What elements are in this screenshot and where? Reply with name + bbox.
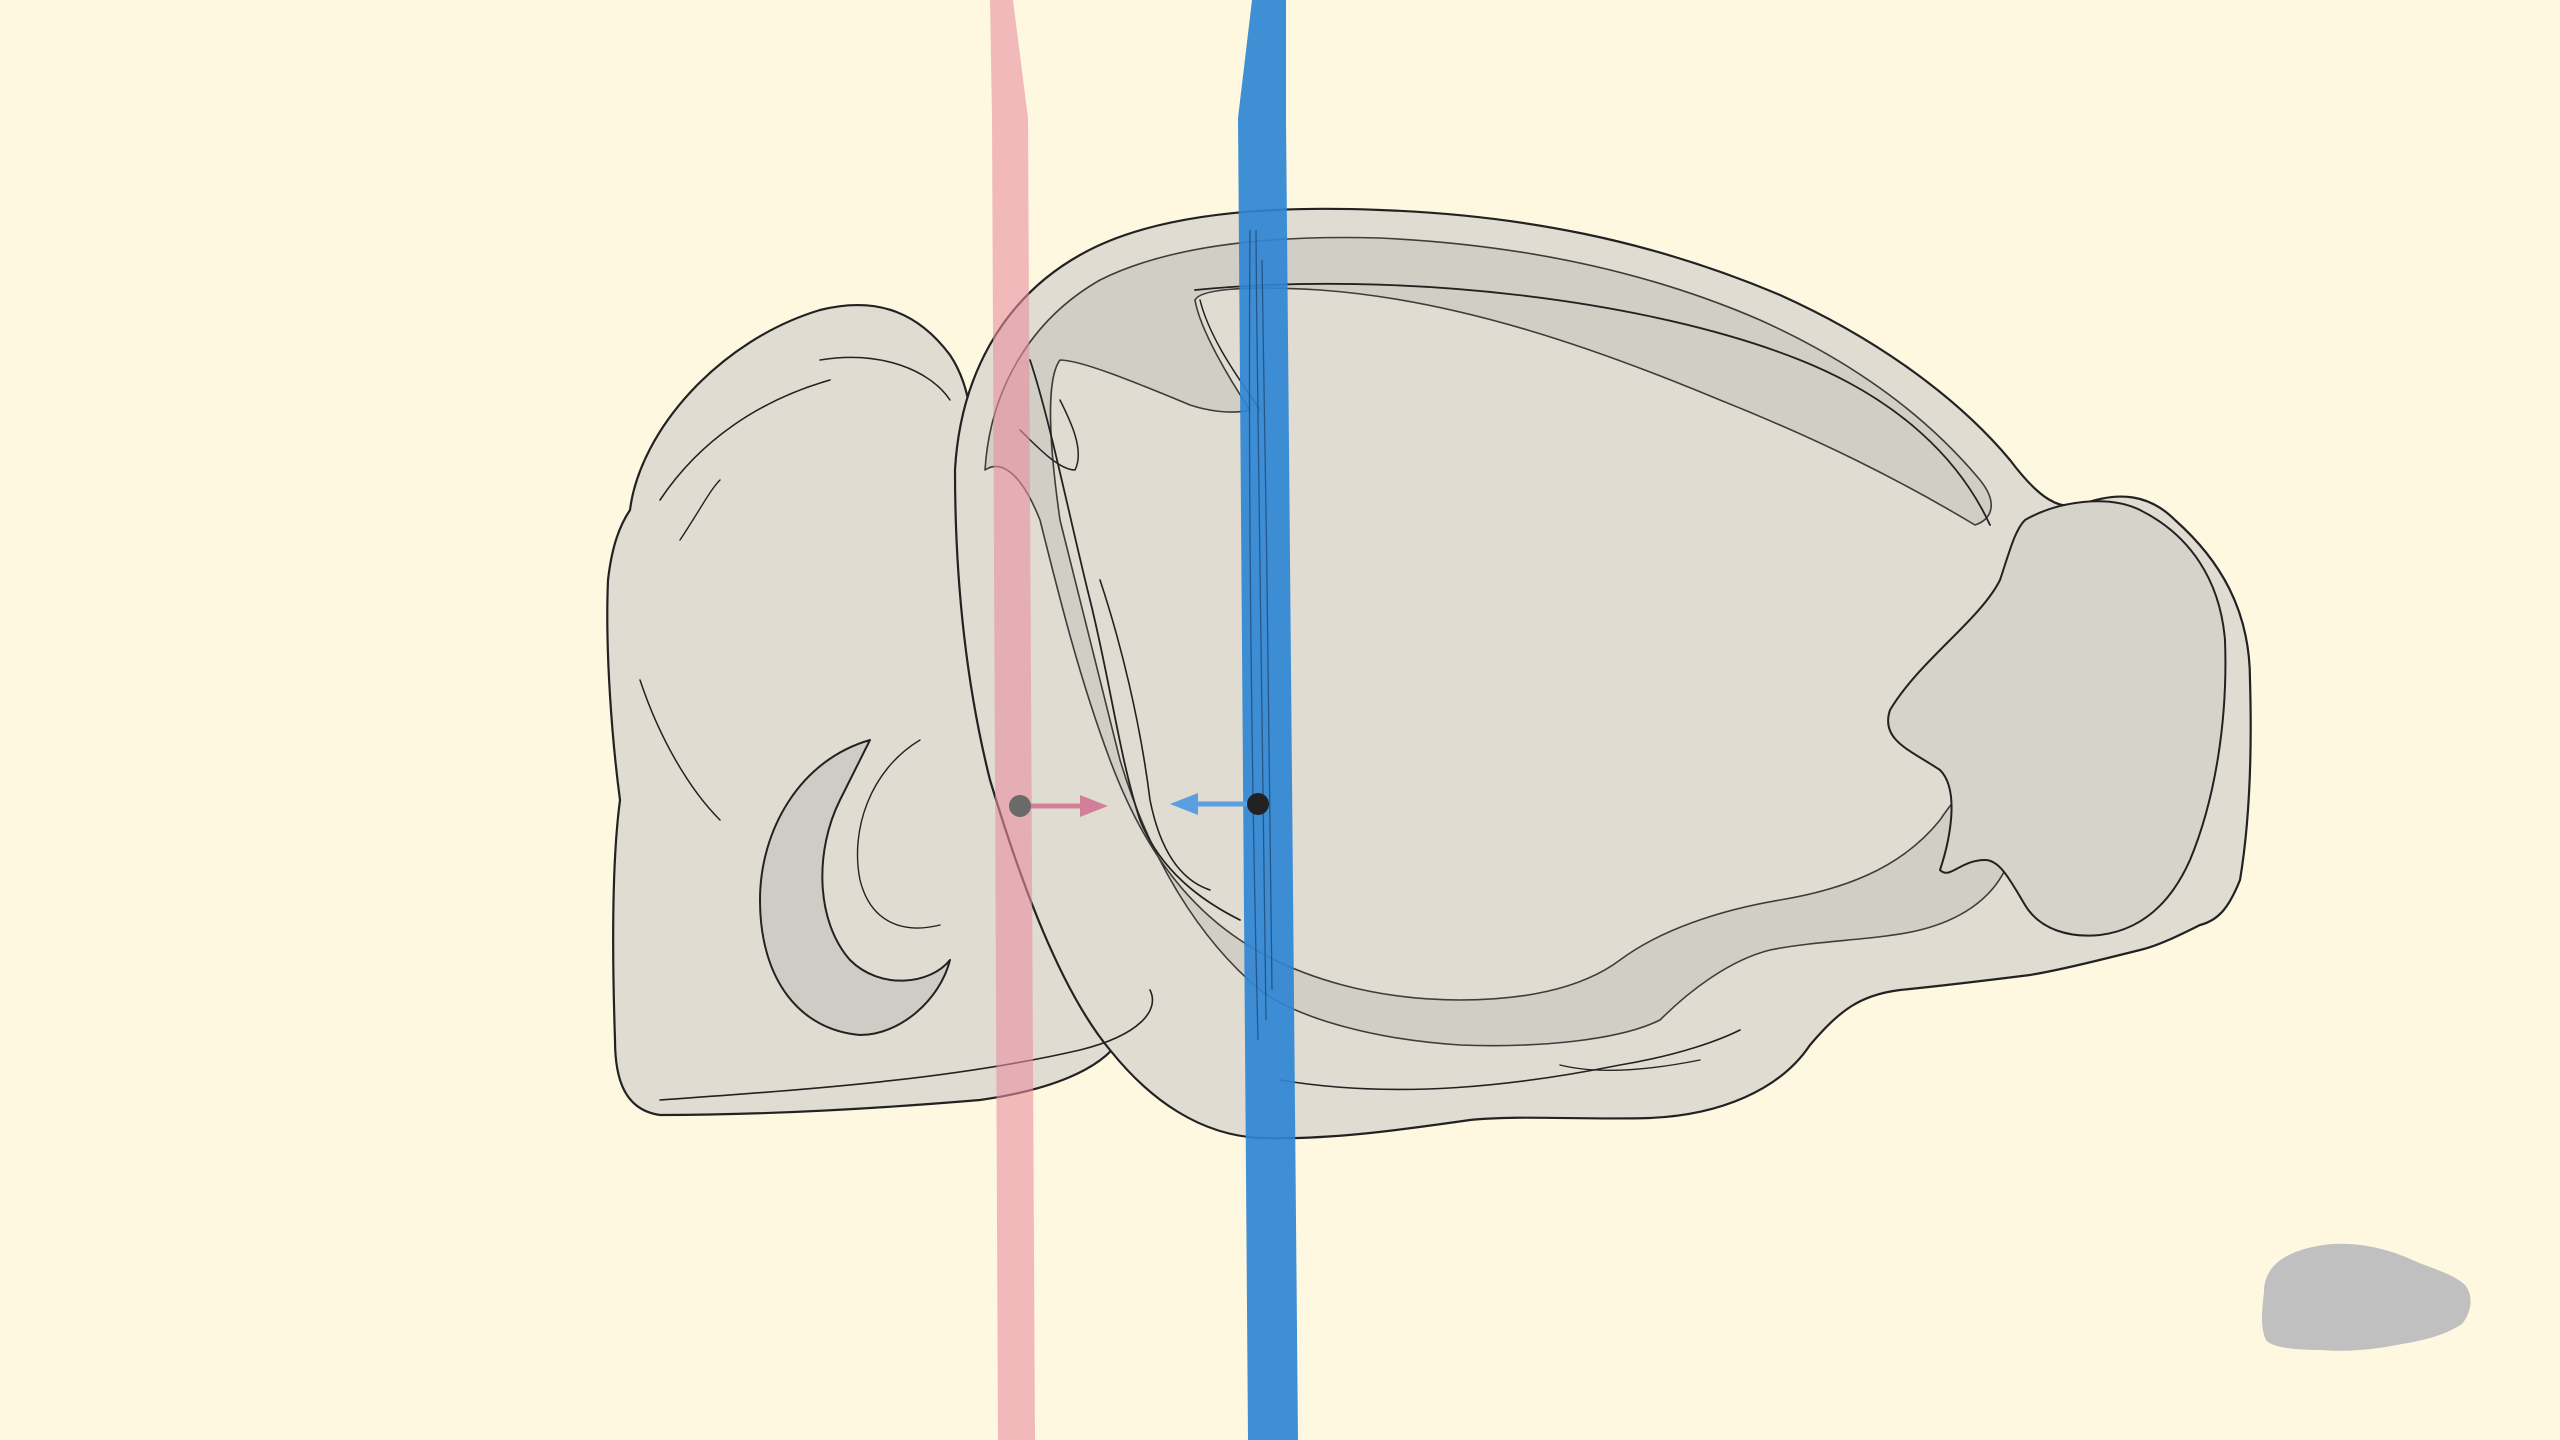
caudal-plane[interactable] <box>1170 0 1298 1440</box>
cerebellum-folia-2 <box>679 479 721 541</box>
paraflocculus-crescent <box>759 739 951 1036</box>
rostral-plane[interactable] <box>990 0 1108 1440</box>
paraflocculus-inner <box>856 739 941 929</box>
rostral-plane-arrowhead[interactable] <box>1080 795 1108 817</box>
rostral-plane-handle[interactable] <box>1009 795 1031 817</box>
cerebellum-folia-1 <box>659 379 831 501</box>
orientation-widget[interactable] <box>2252 1232 2474 1360</box>
brain-silhouette-icon <box>2262 1243 2471 1351</box>
ventral-contour-2 <box>1559 1059 1701 1072</box>
cerebellum-folia-4 <box>639 679 721 821</box>
caudal-plane-slab[interactable] <box>1238 0 1298 1440</box>
midbrain-contour-2 <box>1019 399 1080 471</box>
caudal-plane-handle[interactable] <box>1247 793 1269 815</box>
rostral-plane-slab[interactable] <box>990 0 1035 1440</box>
cerebellum-folia-3 <box>819 356 951 401</box>
hippocampus-curve <box>1099 579 1211 891</box>
ventral-contour <box>1279 1029 1741 1091</box>
cortex-inner-surface <box>984 236 2022 1047</box>
caudal-plane-arrowhead[interactable] <box>1170 793 1198 815</box>
olfactory-bulb <box>1887 500 2227 937</box>
cortex-top-contour <box>1194 282 1991 526</box>
